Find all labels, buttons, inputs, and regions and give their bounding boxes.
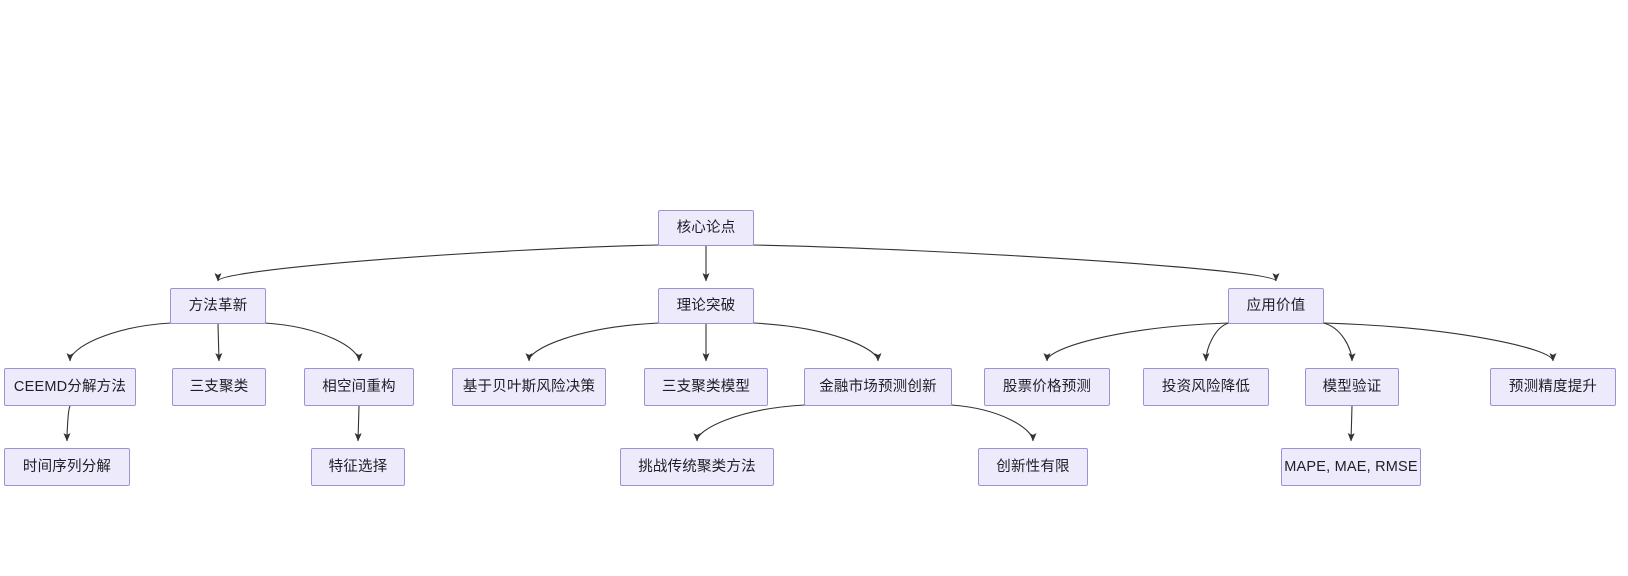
node-label: 方法革新 — [188, 297, 248, 314]
node-l2c[interactable]: 应用价值 — [1228, 288, 1324, 324]
edge-root-to-l2a — [214, 244, 660, 282]
node-l3b2[interactable]: 三支聚类模型 — [644, 368, 768, 406]
node-label: 应用价值 — [1246, 297, 1306, 314]
node-l2b[interactable]: 理论突破 — [658, 288, 754, 324]
node-l3c4[interactable]: 预测精度提升 — [1490, 368, 1616, 406]
node-label: 三支聚类模型 — [661, 378, 751, 395]
node-l3c1[interactable]: 股票价格预测 — [984, 368, 1110, 406]
node-l4b3a[interactable]: 挑战传统聚类方法 — [620, 448, 774, 486]
edge-root-to-l2c — [752, 244, 1280, 282]
node-label: 三支聚类 — [189, 378, 249, 395]
edge-l2a-to-l3a1 — [66, 322, 172, 362]
node-label: 投资风险降低 — [1161, 378, 1251, 395]
node-label: 基于贝叶斯风险决策 — [462, 378, 596, 395]
node-label: 预测精度提升 — [1508, 378, 1598, 395]
edge-l2c-to-l3c2 — [1202, 322, 1230, 362]
node-l3c3[interactable]: 模型验证 — [1305, 368, 1399, 406]
node-label: 理论突破 — [676, 297, 736, 314]
node-label: CEEMD分解方法 — [13, 378, 127, 395]
edges-group — [63, 244, 1557, 442]
node-label: MAPE, MAE, RMSE — [1284, 458, 1418, 475]
node-label: 特征选择 — [328, 458, 388, 475]
edge-l2c-to-l3c4 — [1322, 322, 1557, 362]
edge-l2a-to-l3a3 — [264, 322, 363, 362]
node-l4c3[interactable]: MAPE, MAE, RMSE — [1281, 448, 1421, 486]
node-l4b3b[interactable]: 创新性有限 — [978, 448, 1088, 486]
edge-l2b-to-l3b1 — [525, 322, 660, 362]
node-label: 时间序列分解 — [22, 458, 112, 475]
node-label: 模型验证 — [1322, 378, 1382, 395]
edge-l2a-to-l3a2 — [215, 323, 223, 362]
edge-l3a1-to-l4a1 — [63, 405, 71, 442]
node-l2a[interactable]: 方法革新 — [170, 288, 266, 324]
edge-l3c3-to-l4c3 — [1347, 405, 1355, 442]
node-l3a2[interactable]: 三支聚类 — [172, 368, 266, 406]
node-l3a1[interactable]: CEEMD分解方法 — [4, 368, 136, 406]
node-l4a3[interactable]: 特征选择 — [311, 448, 405, 486]
node-label: 核心论点 — [676, 219, 736, 236]
node-label: 挑战传统聚类方法 — [638, 458, 756, 475]
node-label: 相空间重构 — [322, 378, 396, 395]
node-l3b1[interactable]: 基于贝叶斯风险决策 — [452, 368, 606, 406]
edge-l3b3-to-l4b3a — [693, 404, 806, 442]
edge-l3b3-to-l4b3b — [950, 404, 1037, 442]
node-l3b3[interactable]: 金融市场预测创新 — [804, 368, 952, 406]
node-label: 创新性有限 — [996, 458, 1070, 475]
edge-l2b-to-l3b3 — [752, 322, 882, 362]
node-l3c2[interactable]: 投资风险降低 — [1143, 368, 1269, 406]
node-root[interactable]: 核心论点 — [658, 210, 754, 246]
node-label: 金融市场预测创新 — [819, 378, 937, 395]
edge-l3a3-to-l4a3 — [354, 405, 362, 442]
node-label: 股票价格预测 — [1002, 378, 1092, 395]
edge-l2c-to-l3c3 — [1322, 322, 1356, 362]
edge-l2c-to-l3c1 — [1043, 322, 1230, 362]
node-l3a3[interactable]: 相空间重构 — [304, 368, 414, 406]
node-l4a1[interactable]: 时间序列分解 — [4, 448, 130, 486]
